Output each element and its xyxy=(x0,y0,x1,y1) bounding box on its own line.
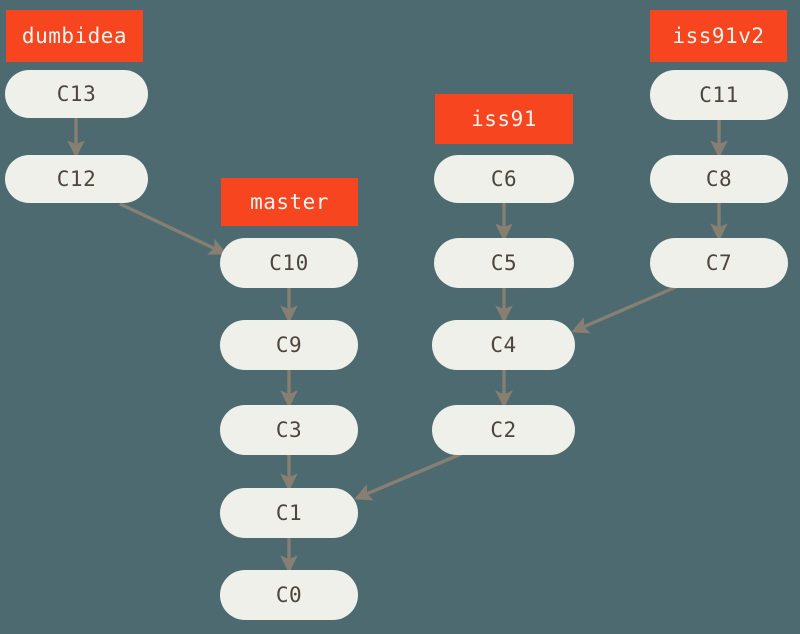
commit-node-c13[interactable]: C13 xyxy=(5,70,148,118)
edge-group xyxy=(67,118,728,574)
branch-label-iss91[interactable]: iss91 xyxy=(435,94,573,144)
commit-node-c9[interactable]: C9 xyxy=(220,320,358,370)
edge-c2-c1 xyxy=(354,452,462,501)
branch-label-dumbidea[interactable]: dumbidea xyxy=(6,10,143,62)
edge-c7-c4 xyxy=(571,285,677,334)
commit-node-c11[interactable]: C11 xyxy=(650,70,788,120)
commit-node-c0[interactable]: C0 xyxy=(220,570,358,620)
commit-node-c5[interactable]: C5 xyxy=(434,238,574,288)
commit-node-c7[interactable]: C7 xyxy=(650,238,788,288)
commit-node-c3[interactable]: C3 xyxy=(220,405,358,455)
commit-node-c2[interactable]: C2 xyxy=(432,405,575,455)
branch-label-iss91v2[interactable]: iss91v2 xyxy=(650,10,787,62)
commit-node-c12[interactable]: C12 xyxy=(5,155,148,203)
branch-label-master[interactable]: master xyxy=(221,178,358,226)
commit-node-c8[interactable]: C8 xyxy=(650,155,788,203)
commit-node-c6[interactable]: C6 xyxy=(434,155,574,203)
commit-node-c4[interactable]: C4 xyxy=(432,320,575,370)
commit-node-c1[interactable]: C1 xyxy=(220,488,358,538)
edge-c12-c10 xyxy=(119,202,227,255)
commit-node-c10[interactable]: C10 xyxy=(220,238,358,288)
